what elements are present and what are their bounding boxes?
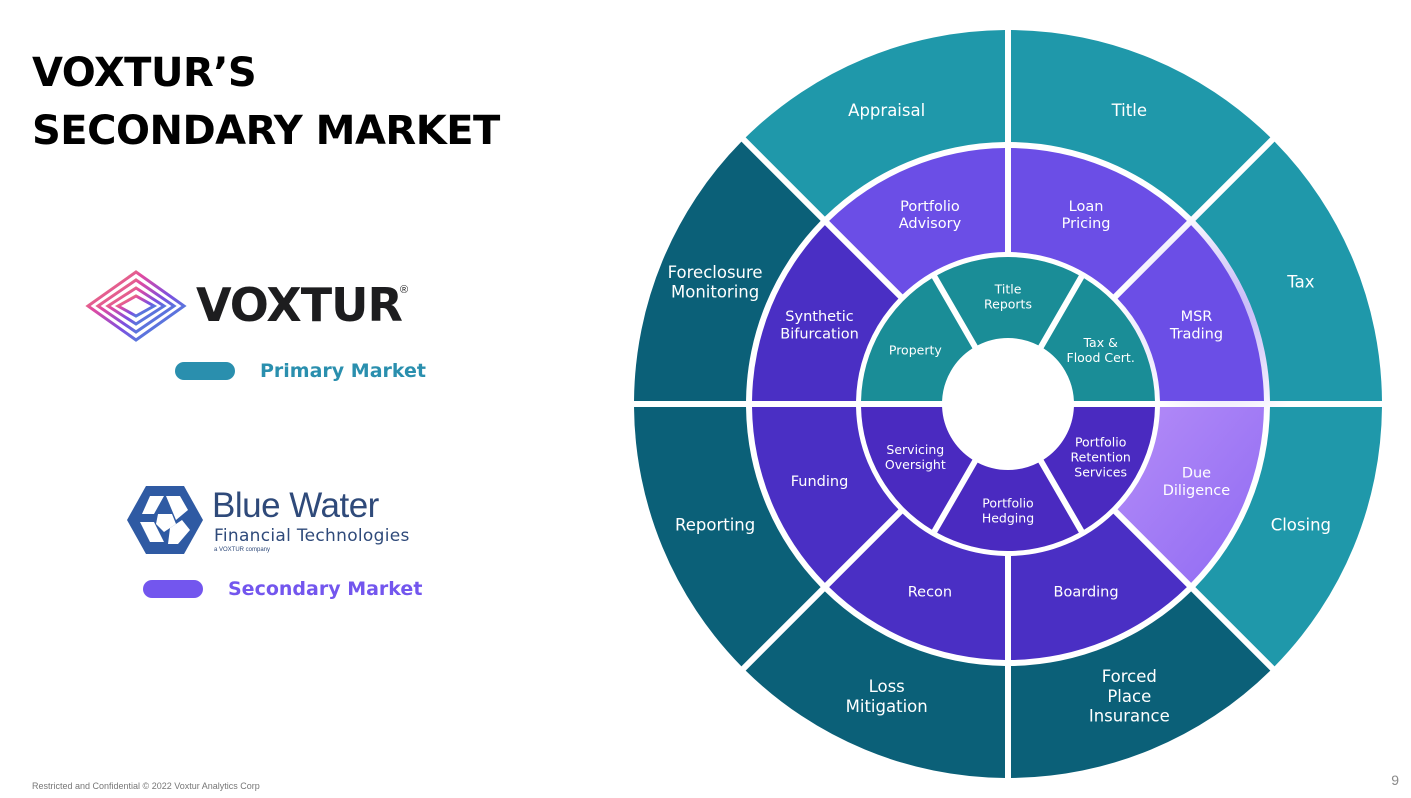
outer-segment-tax <box>1195 141 1382 402</box>
voxtur-logo: VOXTUR ® <box>84 268 414 344</box>
outer-segment-foreclosure-monitoring <box>634 141 821 402</box>
secondary-market-swatch <box>143 580 203 598</box>
middle-segment-recon <box>829 513 1006 660</box>
outer-segment-reporting <box>634 406 821 667</box>
inner-label-tax-flood-cert: Tax &Flood Cert. <box>1067 335 1135 365</box>
outer-segment-title <box>1010 30 1271 217</box>
outer-segment-appraisal <box>745 30 1006 217</box>
outer-segment-loss-mitigation <box>745 591 1006 778</box>
registered-mark: ® <box>400 284 409 296</box>
inner-segment-portfolio-retention-services <box>1043 406 1155 530</box>
outer-segment-closing <box>1195 406 1382 667</box>
outer-label-appraisal: Appraisal <box>848 101 925 120</box>
middle-label-boarding: Boarding <box>1054 584 1119 600</box>
inner-segment-title-reports <box>937 257 1079 346</box>
inner-segment-property <box>861 278 973 402</box>
inner-segment-servicing-oversight <box>861 406 973 530</box>
blue-water-name: Blue Water <box>212 486 379 525</box>
outer-label-reporting: Reporting <box>675 515 755 534</box>
footer-text: Restricted and Confidential © 2022 Voxtu… <box>32 781 260 791</box>
middle-label-recon: Recon <box>908 584 952 600</box>
voxtur-wordmark: VOXTUR <box>196 278 403 332</box>
middle-segment-portfolio-advisory <box>829 148 1006 295</box>
slide-title-line-1: VOXTUR’S <box>32 50 257 96</box>
blue-water-logo: Blue Water Financial Technologies a VOXT… <box>126 484 426 560</box>
inner-segment-portfolio-hedging <box>937 462 1079 551</box>
blue-water-tagline: a VOXTUR company <box>214 547 271 553</box>
middle-segment-loan-pricing <box>1010 148 1187 295</box>
blue-water-mark-icon <box>127 486 203 554</box>
inner-label-property: Property <box>889 342 942 357</box>
blue-water-subtitle: Financial Technologies <box>214 526 410 546</box>
voxtur-rainbow-icon <box>85 270 187 342</box>
primary-market-swatch <box>175 362 235 380</box>
wheel-center <box>944 340 1072 468</box>
middle-segment-synthetic-bifurcation <box>752 225 899 402</box>
middle-segment-boarding <box>1010 513 1187 660</box>
middle-segment-due-diligence <box>1117 406 1264 583</box>
middle-label-funding: Funding <box>791 474 849 490</box>
outer-label-closing: Closing <box>1271 515 1331 534</box>
secondary-market-label: Secondary Market <box>228 578 423 600</box>
slide-title-line-2: SECONDARY MARKET <box>32 108 500 154</box>
outer-label-title: Title <box>1111 101 1147 120</box>
outer-label-tax: Tax <box>1286 272 1314 291</box>
primary-market-label: Primary Market <box>260 360 426 382</box>
inner-segment-tax-flood-cert <box>1043 278 1155 402</box>
middle-segment-funding <box>752 406 899 583</box>
outer-segment-forced-place-insurance <box>1010 591 1271 778</box>
slide-title: VOXTUR’S SECONDARY MARKET <box>32 44 500 160</box>
middle-segment-msr-trading <box>1117 225 1264 402</box>
page-number: 9 <box>1391 772 1399 788</box>
